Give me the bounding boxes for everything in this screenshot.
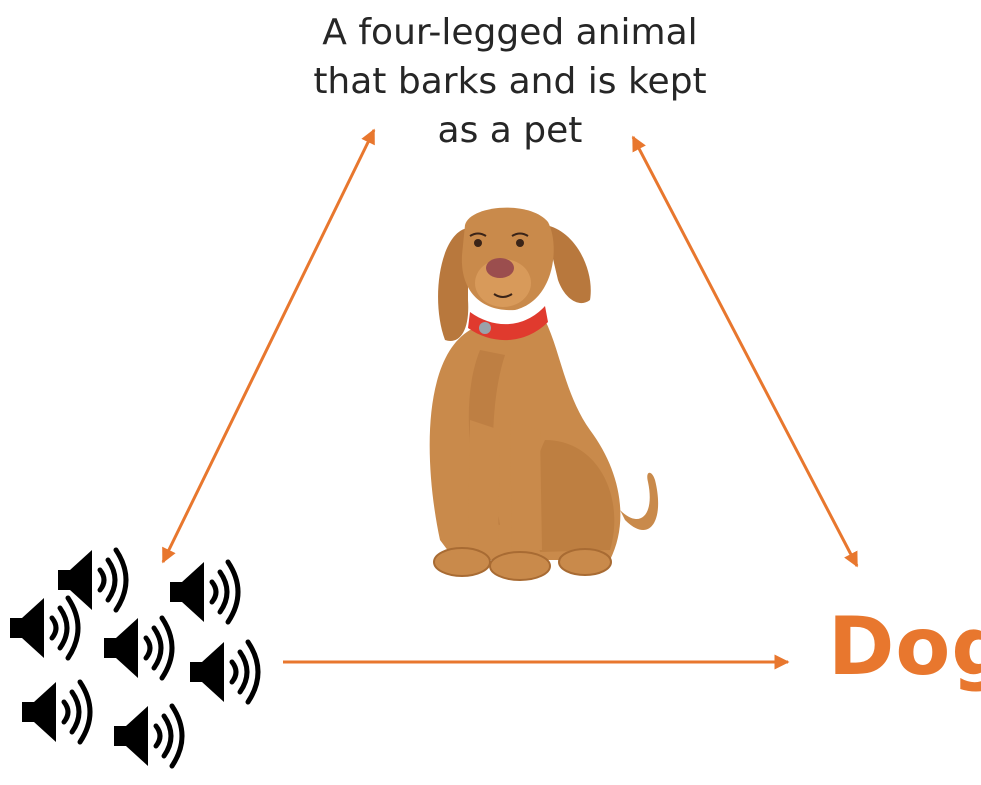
word-label: Dog bbox=[828, 600, 981, 693]
speaker-icon bbox=[114, 706, 182, 766]
arrow-definition-to-sound bbox=[163, 130, 374, 562]
speaker-icon bbox=[170, 562, 238, 622]
speaker-icon bbox=[104, 618, 172, 678]
sound-speakers bbox=[10, 550, 258, 766]
speaker-icon bbox=[22, 682, 90, 742]
arrow-definition-to-word bbox=[633, 137, 857, 566]
speaker-icon bbox=[10, 598, 78, 658]
speaker-icon bbox=[190, 642, 258, 702]
dog-illustration bbox=[430, 208, 658, 580]
